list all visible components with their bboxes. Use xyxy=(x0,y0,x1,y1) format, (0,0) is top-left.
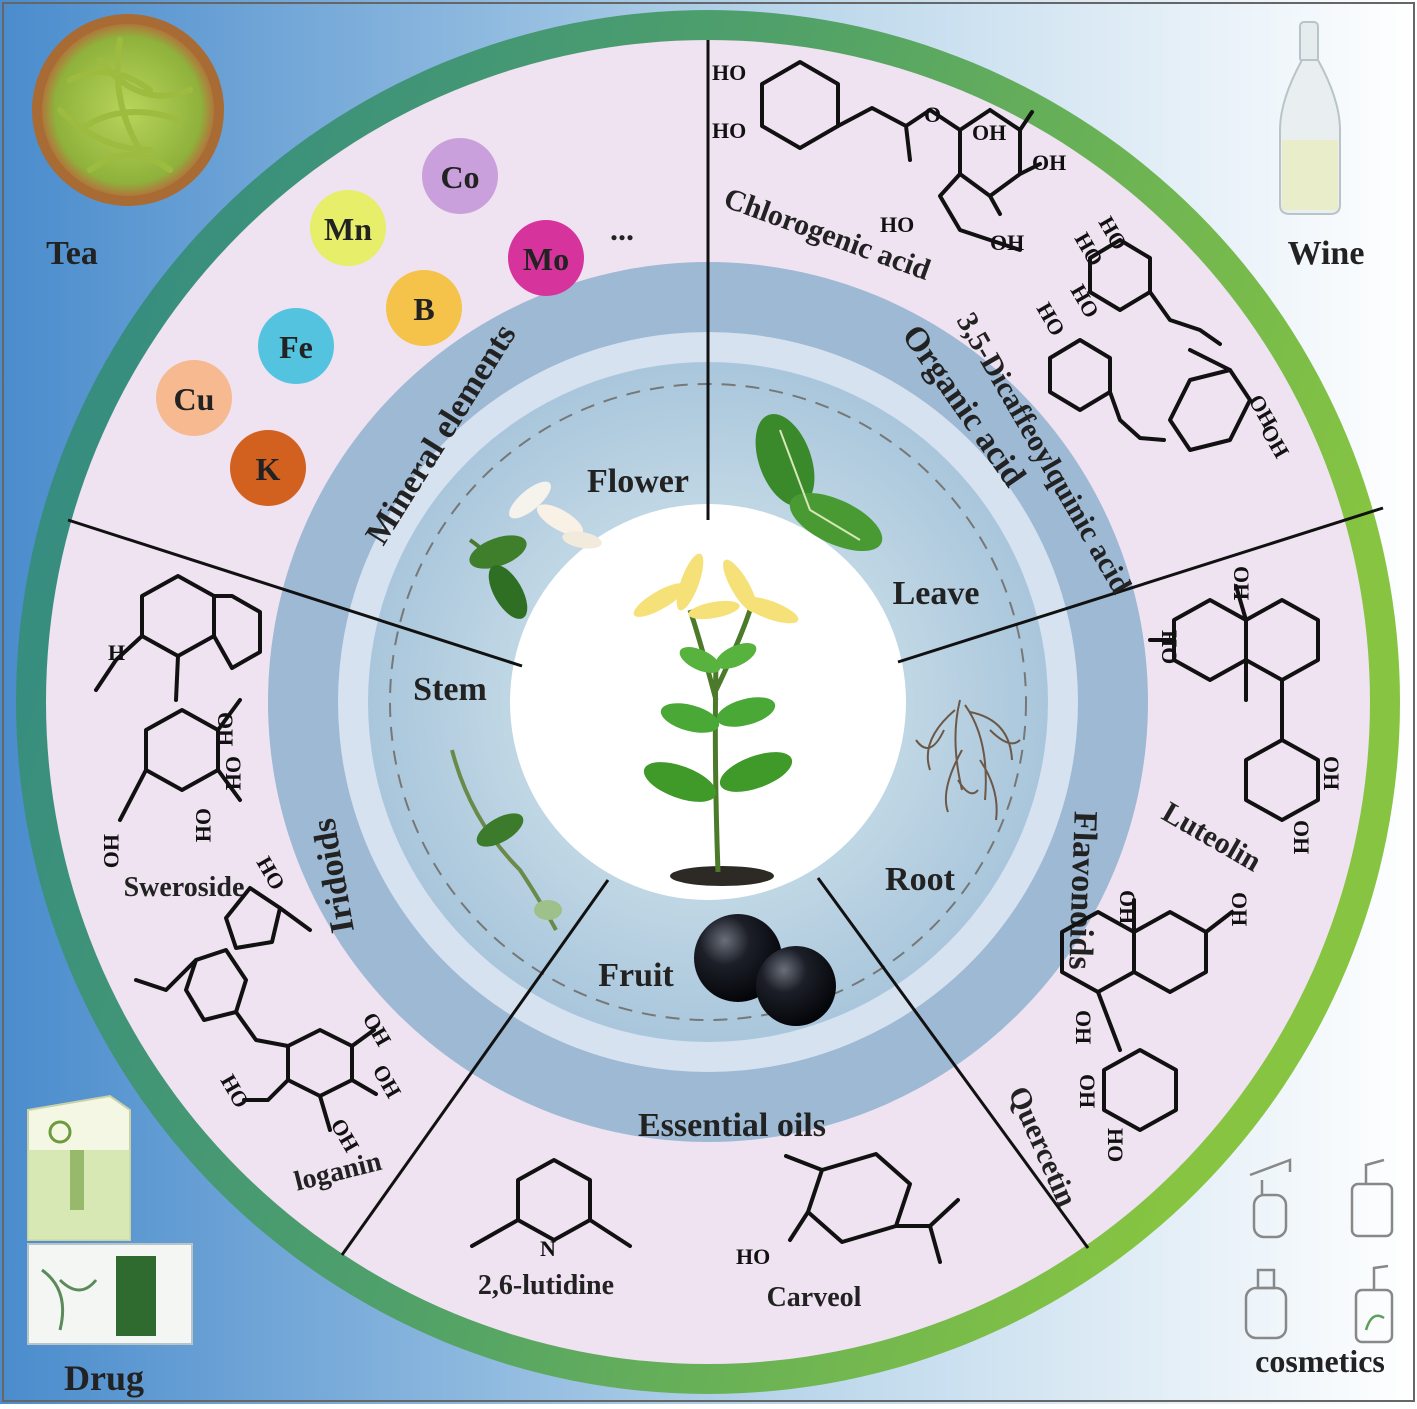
part-flower-label: Flower xyxy=(587,463,689,500)
mineral-label: Co xyxy=(440,159,479,195)
mineral-bubble xyxy=(310,190,386,266)
mineral-bubble xyxy=(422,138,498,214)
root-icon xyxy=(915,699,1021,821)
mineral-label: Mo xyxy=(523,241,569,277)
sector-dividers xyxy=(67,40,1384,1256)
molecule-atom-label: N xyxy=(540,1236,556,1261)
molecule-atom-label: HO xyxy=(880,212,914,237)
mineral-bubble xyxy=(258,308,334,384)
mineral-label: Mn xyxy=(324,211,372,247)
molecule-atom-label: OH xyxy=(1319,756,1344,790)
quercetin-structure: OH OH OH OH HO xyxy=(1060,890,1252,1162)
molecule-atom-label: HO xyxy=(736,1244,770,1269)
molecule-atom-label: OH xyxy=(1227,892,1252,926)
molecule-atom-label: OH xyxy=(1071,1010,1096,1044)
cosmetics-label: cosmetics xyxy=(1255,1343,1385,1379)
molecule-atom-label: O xyxy=(924,102,941,127)
part-stem-label: Stem xyxy=(413,671,487,708)
tea-leaves-bowl-icon xyxy=(32,14,224,206)
drug-label: Drug xyxy=(64,1358,144,1398)
category-flavonoids: Flavonoids xyxy=(1061,810,1104,970)
molecule-atom-label: OH xyxy=(191,808,216,842)
glass-bottle-icon xyxy=(1279,21,1341,215)
part-fruit-label: Fruit xyxy=(598,957,674,994)
molecule-atom-label: OH xyxy=(1289,820,1314,854)
divider-bottom-right xyxy=(816,877,1090,1249)
mineral-bubbles: Co Mn Mo B Fe Cu K ... xyxy=(156,138,634,506)
medicine-box-icon xyxy=(27,1094,131,1241)
sweroside-structure: H OH OH OH HO xyxy=(94,574,262,868)
mineral-bubble xyxy=(156,360,232,436)
molecule-atom-label: HO xyxy=(712,118,746,143)
molecule-atom-label: OH xyxy=(221,756,246,790)
category-essential: Essential oils xyxy=(638,1107,826,1144)
honeysuckle-flower-icon xyxy=(468,481,602,619)
lutidine-structure: N xyxy=(470,1158,632,1261)
divider-bottom-left xyxy=(340,879,610,1256)
divider-left xyxy=(67,518,523,668)
honeysuckle-plant-icon xyxy=(633,553,799,886)
part-root-label: Root xyxy=(885,861,956,898)
center-disc xyxy=(510,504,906,900)
luteolin-structure: OH HO OH OH xyxy=(1148,566,1344,854)
molecule-atom-label: HO xyxy=(712,60,746,85)
molecule-atom-label: OH xyxy=(1229,566,1254,600)
carveol-structure xyxy=(784,1152,960,1264)
mineral-bubble xyxy=(508,220,584,296)
molecule-atom-label: OH xyxy=(972,120,1006,145)
molecule-atom-label: H xyxy=(108,640,125,665)
wine-label: Wine xyxy=(1288,235,1365,272)
compound-carveol: Carveol xyxy=(767,1282,862,1313)
mineral-bubble xyxy=(386,270,462,346)
divider-right xyxy=(897,506,1384,664)
compound-sweroside: Sweroside xyxy=(124,872,245,903)
part-leave-label: Leave xyxy=(893,575,980,612)
molecule-atom-label: HO xyxy=(1157,630,1182,664)
compound-lutidine: 2,6-lutidine xyxy=(478,1270,614,1301)
berries-icon xyxy=(694,914,836,1026)
mineral-label: B xyxy=(413,291,434,327)
mineral-label: Fe xyxy=(279,329,313,365)
molecule-atom-label: OH xyxy=(1032,150,1066,175)
medicine-sachet-icon xyxy=(27,1243,193,1345)
molecule-atom-label: OH xyxy=(1075,1074,1100,1108)
minerals-more: ... xyxy=(610,211,634,247)
molecule-atom-label: HO xyxy=(99,834,124,868)
cosmetic-bottles-icon xyxy=(1244,1158,1394,1344)
tea-label: Tea xyxy=(46,235,98,272)
molecule-atom-label: HO xyxy=(1103,1128,1128,1162)
mineral-bubble xyxy=(230,430,306,506)
stem-icon xyxy=(450,749,562,931)
chlorogenic-acid-structure: HO HO O OH OH HO OH xyxy=(712,60,1066,255)
molecule-atom-label: OH xyxy=(1115,890,1140,924)
leaf-pair-icon xyxy=(755,414,883,552)
mineral-label: Cu xyxy=(174,381,215,417)
molecule-atom-label: OH xyxy=(990,230,1024,255)
mineral-label: K xyxy=(256,451,281,487)
molecule-atom-label: OH xyxy=(213,712,238,746)
